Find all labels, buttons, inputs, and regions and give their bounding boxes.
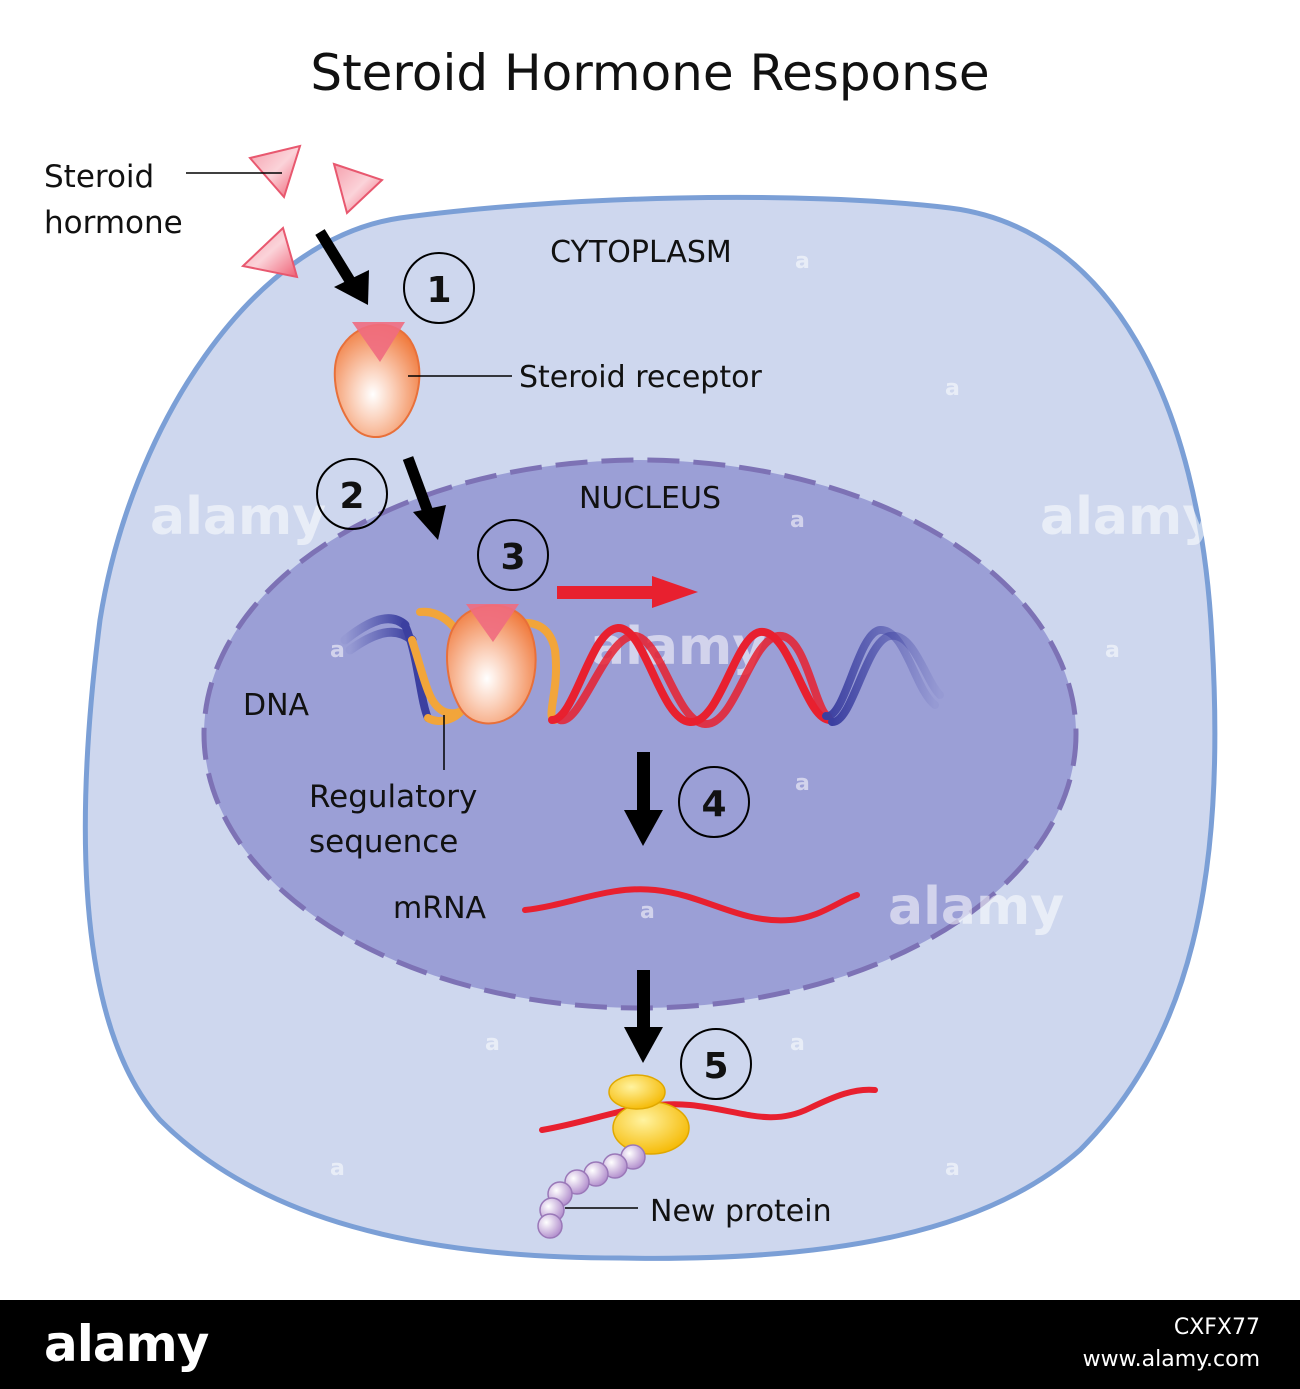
steroid-hormone-triangle [248,144,302,200]
watermark-letter: a [330,638,345,663]
protein-chain [537,1144,646,1239]
ribosome-small-subunit [608,1074,666,1110]
watermark-letter: a [795,771,810,796]
mrna-label: mRNA [393,891,487,926]
ribosome [608,1074,690,1155]
regulatory-label-line2: sequence [309,824,458,860]
watermark-letter: a [945,1156,960,1181]
watermark-layer: alamy alamy alamy alamy a a a a a a a a … [150,249,1216,1181]
steroid-hormone-label-line1: Steroid [44,159,154,195]
site-url[interactable]: www.alamy.com [1082,1347,1260,1372]
image-id: CXFX77 [1173,1315,1260,1340]
step-2-number: 2 [339,476,364,517]
step-2-badge: 2 [316,458,388,530]
step-5-badge: 5 [680,1028,752,1100]
transcription-arrow [557,576,698,608]
cytoplasm-mrna-strand [539,1086,878,1133]
steroid-hormone-triangle [240,226,299,279]
watermark-letter: a [790,508,805,533]
steroid-receptor-nucleus [446,604,537,725]
watermark-letter: a [1105,638,1120,663]
watermark-text: alamy [1040,487,1216,547]
watermark-text: alamy [888,877,1064,937]
watermark-letter: a [640,899,655,924]
step-3-number: 3 [500,537,525,578]
watermark-letter: a [330,1156,345,1181]
page-title: Steroid Hormone Response [310,44,989,102]
step-3-badge: 3 [477,519,549,591]
watermark-letter: a [795,249,810,274]
alamy-logo[interactable]: alamy [44,1315,209,1373]
watermark-letter: a [945,376,960,401]
bound-hormone-triangle [466,604,519,642]
stock-footer-bar: alamy CXFX77 www.alamy.com [0,1300,1300,1389]
cytoplasm-label: CYTOPLASM [550,235,732,270]
steroid-hormone-label-line2: hormone [44,205,183,241]
nucleus-label: NUCLEUS [579,481,721,516]
watermark-text: alamy [150,487,326,547]
step-5-number: 5 [703,1046,728,1087]
step-2-arrow [402,456,446,540]
step-4-badge: 4 [678,766,750,838]
step-1-number: 1 [426,270,451,311]
step-1-badge: 1 [403,252,475,324]
step-1-arrow [315,229,369,305]
regulatory-label-line1: Regulatory [309,779,477,815]
new-protein-label: New protein [650,1194,832,1229]
bound-hormone-triangle [352,322,405,362]
step-4-arrow [624,752,663,846]
step-4-number: 4 [701,784,726,825]
steroid-receptor-cytoplasm [333,322,421,439]
steroid-receptor-label: Steroid receptor [519,360,762,395]
mrna-strand [522,886,860,924]
watermark-letter: a [790,1031,805,1056]
ribosome-large-subunit [612,1101,690,1155]
amino-acid-bead [537,1213,563,1239]
steroid-hormone-diagram: Steroid Hormone Response alamy alamy ala… [44,44,1218,1261]
step-5-arrow [624,970,663,1063]
watermark-letter: a [485,1031,500,1056]
dna-label: DNA [243,688,310,723]
steroid-hormone-label: Steroid hormone [44,159,183,241]
regulatory-sequence-label: Regulatory sequence [309,779,487,860]
steroid-hormone-triangle [332,162,384,215]
